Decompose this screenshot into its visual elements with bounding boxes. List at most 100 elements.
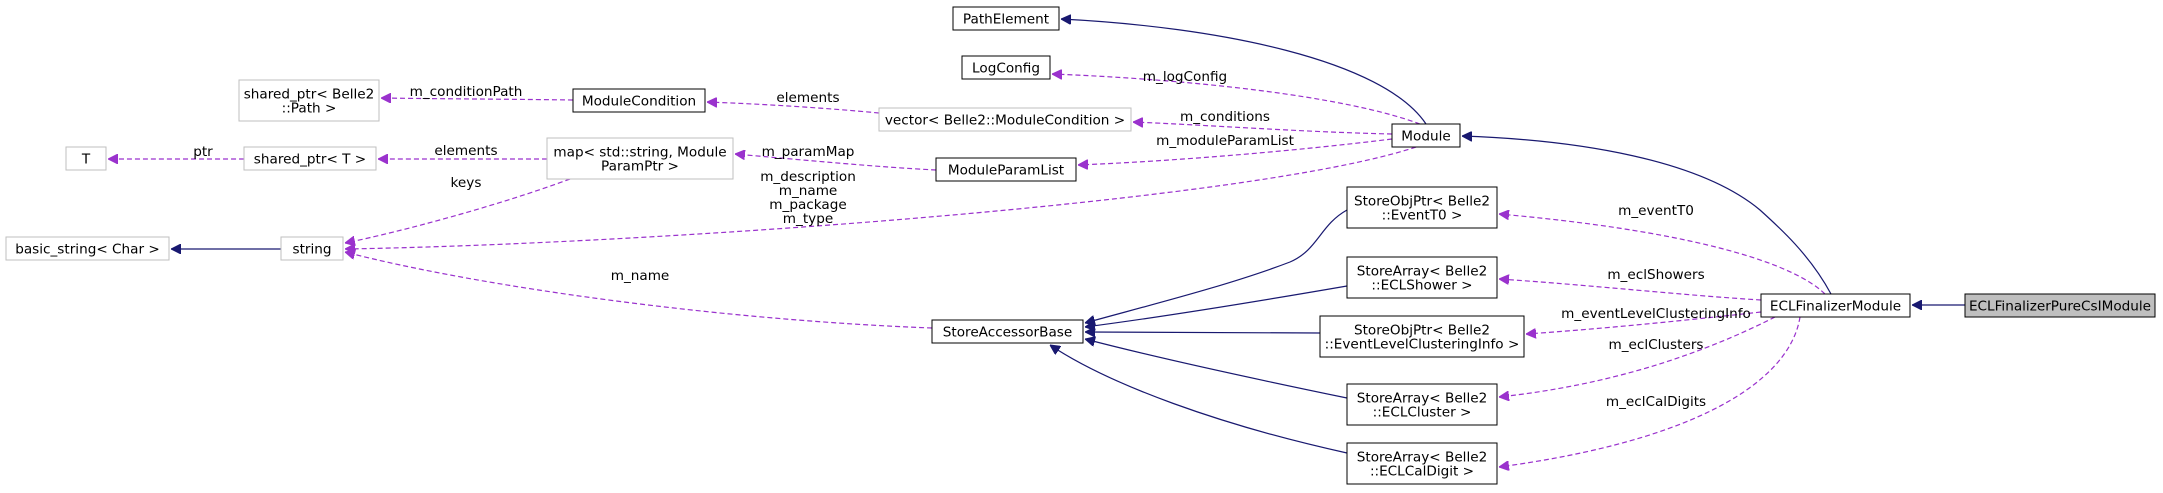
edge-label-module-string: m_name [779, 183, 838, 199]
edge-vector-modulecondition [707, 102, 880, 114]
class-box[interactable] [1346, 383, 1498, 426]
class-box[interactable] [238, 79, 380, 122]
class-name: StoreArray< Belle2 [1357, 450, 1488, 466]
class-name: ::Path > [282, 101, 337, 117]
class-node-t[interactable]: T [65, 146, 107, 171]
class-box[interactable] [1391, 123, 1461, 148]
edge-label-eclfinalizer-eventt0: m_eventT0 [1618, 203, 1694, 219]
class-box[interactable] [935, 157, 1077, 182]
edge-label-module-string: m_package [769, 197, 846, 213]
edge-eclfinalizer-eclcaldigits [1499, 316, 1801, 467]
edge-label-sharedptrt-t: ptr [193, 144, 213, 160]
edge-module-string [345, 146, 1417, 249]
class-node-module-param-list[interactable]: ModuleParamList [935, 157, 1077, 182]
inheritance-arrow-eventlevel-storeaccessor [1085, 332, 1321, 333]
usage-arrow-module-vector [1133, 122, 1393, 135]
edge-moduleparamlist-map [735, 154, 937, 171]
usage-arrow-eclfinalizer-eventlevel [1526, 311, 1762, 334]
inheritance-arrow-eclfinalizer-module [1462, 136, 1832, 295]
edge-modulecondition-sharedptrpath [381, 98, 574, 100]
class-box[interactable] [5, 236, 170, 261]
class-box[interactable] [1346, 256, 1498, 299]
class-box[interactable] [878, 107, 1132, 132]
inheritance-arrow-eclcaldigit-storeaccessor [1050, 345, 1348, 454]
class-node-store-array-eclcluster[interactable]: StoreArray< Belle2::ECLCluster > [1346, 383, 1498, 426]
inheritance-arrow-module-pathelement [1061, 19, 1427, 125]
class-box[interactable] [280, 236, 344, 261]
class-box[interactable] [65, 146, 107, 171]
class-box[interactable] [952, 6, 1060, 31]
class-node-store-array-eclcal-digit[interactable]: StoreArray< Belle2::ECLCalDigit > [1346, 442, 1498, 485]
class-name: basic_string< Char > [15, 242, 160, 258]
class-node-module[interactable]: Module [1391, 123, 1461, 148]
class-name: T [81, 152, 91, 168]
class-node-log-config[interactable]: LogConfig [961, 55, 1051, 80]
edge-label-modulecondition-sharedptrpath: m_conditionPath [410, 84, 523, 100]
class-box[interactable] [1346, 442, 1498, 485]
usage-arrow-modulecondition-sharedptrpath [381, 98, 574, 100]
class-name: StoreObjPtr< Belle2 [1354, 323, 1490, 339]
class-name: StoreArray< Belle2 [1357, 264, 1488, 280]
usage-arrow-eclfinalizer-eclshowers [1499, 279, 1762, 301]
class-node-path-element[interactable]: PathElement [952, 6, 1060, 31]
edge-label-eclfinalizer-eventlevel: m_eventLevelClusteringInfo [1561, 306, 1751, 322]
class-name: ::ECLShower > [1371, 278, 1472, 294]
usage-arrow-vector-modulecondition [707, 102, 880, 114]
class-node-string[interactable]: string [280, 236, 344, 261]
class-box[interactable] [1760, 293, 1911, 318]
edge-map-string [345, 178, 571, 243]
edge-label-map-string: keys [451, 175, 482, 191]
edges-layer [108, 19, 1965, 467]
class-name: PathElement [963, 12, 1049, 28]
class-node-eclfinalizer-pure-cs-imodule[interactable]: ECLFinalizerPureCsIModule [1964, 293, 2156, 318]
class-node-store-obj-ptr-event-t0[interactable]: StoreObjPtr< Belle2::EventT0 > [1346, 186, 1498, 229]
edge-eclfinalizer-eclclusters [1499, 316, 1776, 397]
edge-label-module-string: m_type [783, 211, 833, 227]
class-node-store-array-eclshower[interactable]: StoreArray< Belle2::ECLShower > [1346, 256, 1498, 299]
inheritance-arrow-eclshower-storeaccessor [1085, 285, 1348, 327]
class-box[interactable] [1319, 315, 1525, 358]
class-box[interactable] [546, 137, 734, 180]
inheritance-arrow-eclcluster-storeaccessor [1085, 339, 1348, 399]
class-name: ::EventT0 > [1382, 208, 1463, 224]
class-box[interactable] [931, 319, 1084, 344]
class-node-eclfinalizer-module[interactable]: ECLFinalizerModule [1760, 293, 1911, 318]
class-name: StoreArray< Belle2 [1357, 391, 1488, 407]
class-box[interactable] [1964, 293, 2156, 318]
class-name: ::EventLevelClusteringInfo > [1325, 337, 1520, 353]
usage-arrow-storeaccessor-string [345, 252, 933, 329]
edge-label-module-string: m_description [760, 169, 856, 185]
class-name: ModuleParamList [948, 163, 1064, 179]
class-node-store-accessor-base[interactable]: StoreAccessorBase [931, 319, 1084, 344]
class-box[interactable] [1346, 186, 1498, 229]
edge-module-pathelement [1061, 19, 1427, 125]
class-name: vector< Belle2::ModuleCondition > [885, 113, 1125, 129]
class-box[interactable] [961, 55, 1051, 80]
edge-label-storeaccessor-string: m_name [611, 268, 670, 284]
edge-label-eclfinalizer-eclshowers: m_eclShowers [1607, 267, 1704, 283]
class-box[interactable] [243, 146, 377, 171]
edge-eventt0-storeaccessor [1085, 209, 1348, 323]
class-node-shared-ptr-path[interactable]: shared_ptr< Belle2::Path > [238, 79, 380, 122]
usage-arrow-module-moduleparamlist [1078, 138, 1393, 165]
class-box[interactable] [572, 88, 706, 113]
edge-eclfinalizer-eventlevel [1526, 311, 1762, 334]
edge-module-moduleparamlist [1078, 138, 1393, 165]
class-node-store-obj-ptr-event-level[interactable]: StoreObjPtr< Belle2::EventLevelClusterin… [1319, 315, 1525, 358]
class-node-shared-ptr-t[interactable]: shared_ptr< T > [243, 146, 377, 171]
class-node-module-condition[interactable]: ModuleCondition [572, 88, 706, 113]
usage-arrow-map-string [345, 178, 571, 243]
class-node-basic-string[interactable]: basic_string< Char > [5, 236, 170, 261]
usage-arrow-eclfinalizer-eclcaldigits [1499, 316, 1801, 467]
edge-label-module-logconfig: m_logConfig [1143, 69, 1227, 85]
class-node-vector-module-condition[interactable]: vector< Belle2::ModuleCondition > [878, 107, 1132, 132]
usage-arrow-moduleparamlist-map [735, 154, 937, 171]
edge-eclfinalizer-eclshowers [1499, 279, 1762, 301]
edge-label-moduleparamlist-map: m_paramMap [762, 144, 855, 160]
inheritance-arrow-eventt0-storeaccessor [1085, 209, 1348, 323]
usage-arrow-module-string [345, 146, 1417, 249]
